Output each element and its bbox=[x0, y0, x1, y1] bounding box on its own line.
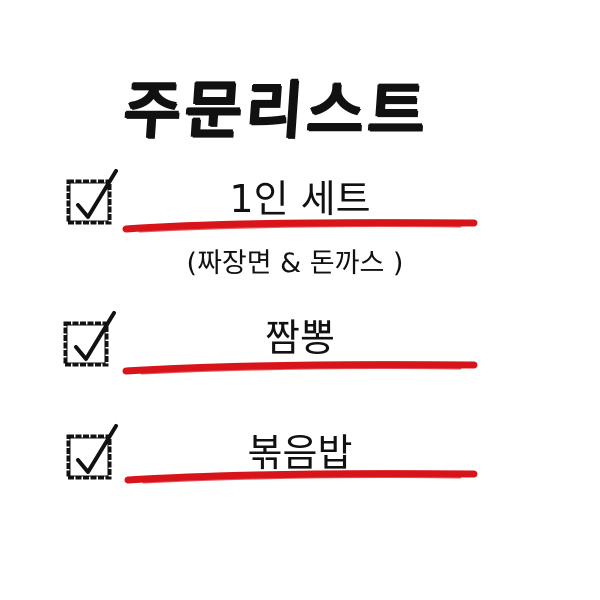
order-item-jjamppong: 짬뽕 bbox=[0, 307, 600, 417]
red-brush-underline-icon bbox=[122, 219, 478, 233]
order-item-set: 1인 세트 (짜장면 & 돈까스 ) bbox=[0, 165, 600, 279]
checkbox-checked-icon[interactable] bbox=[60, 309, 130, 371]
red-brush-underline-icon bbox=[122, 361, 478, 375]
red-brush-underline-icon bbox=[124, 470, 478, 484]
item-sublabel-set: (짜장면 & 돈까스 ) bbox=[186, 248, 404, 279]
order-item-fried-rice: 볶음밥 bbox=[0, 420, 600, 530]
order-list-title: 주문리스트 bbox=[121, 74, 432, 147]
item-label-set: 1인 세트 bbox=[229, 177, 371, 221]
item-label-jjamppong: 짬뽕 bbox=[265, 316, 335, 360]
checkbox-checked-icon[interactable] bbox=[60, 422, 130, 484]
item-label-fried-rice: 볶음밥 bbox=[247, 431, 353, 475]
checkbox-checked-icon[interactable] bbox=[60, 167, 130, 229]
